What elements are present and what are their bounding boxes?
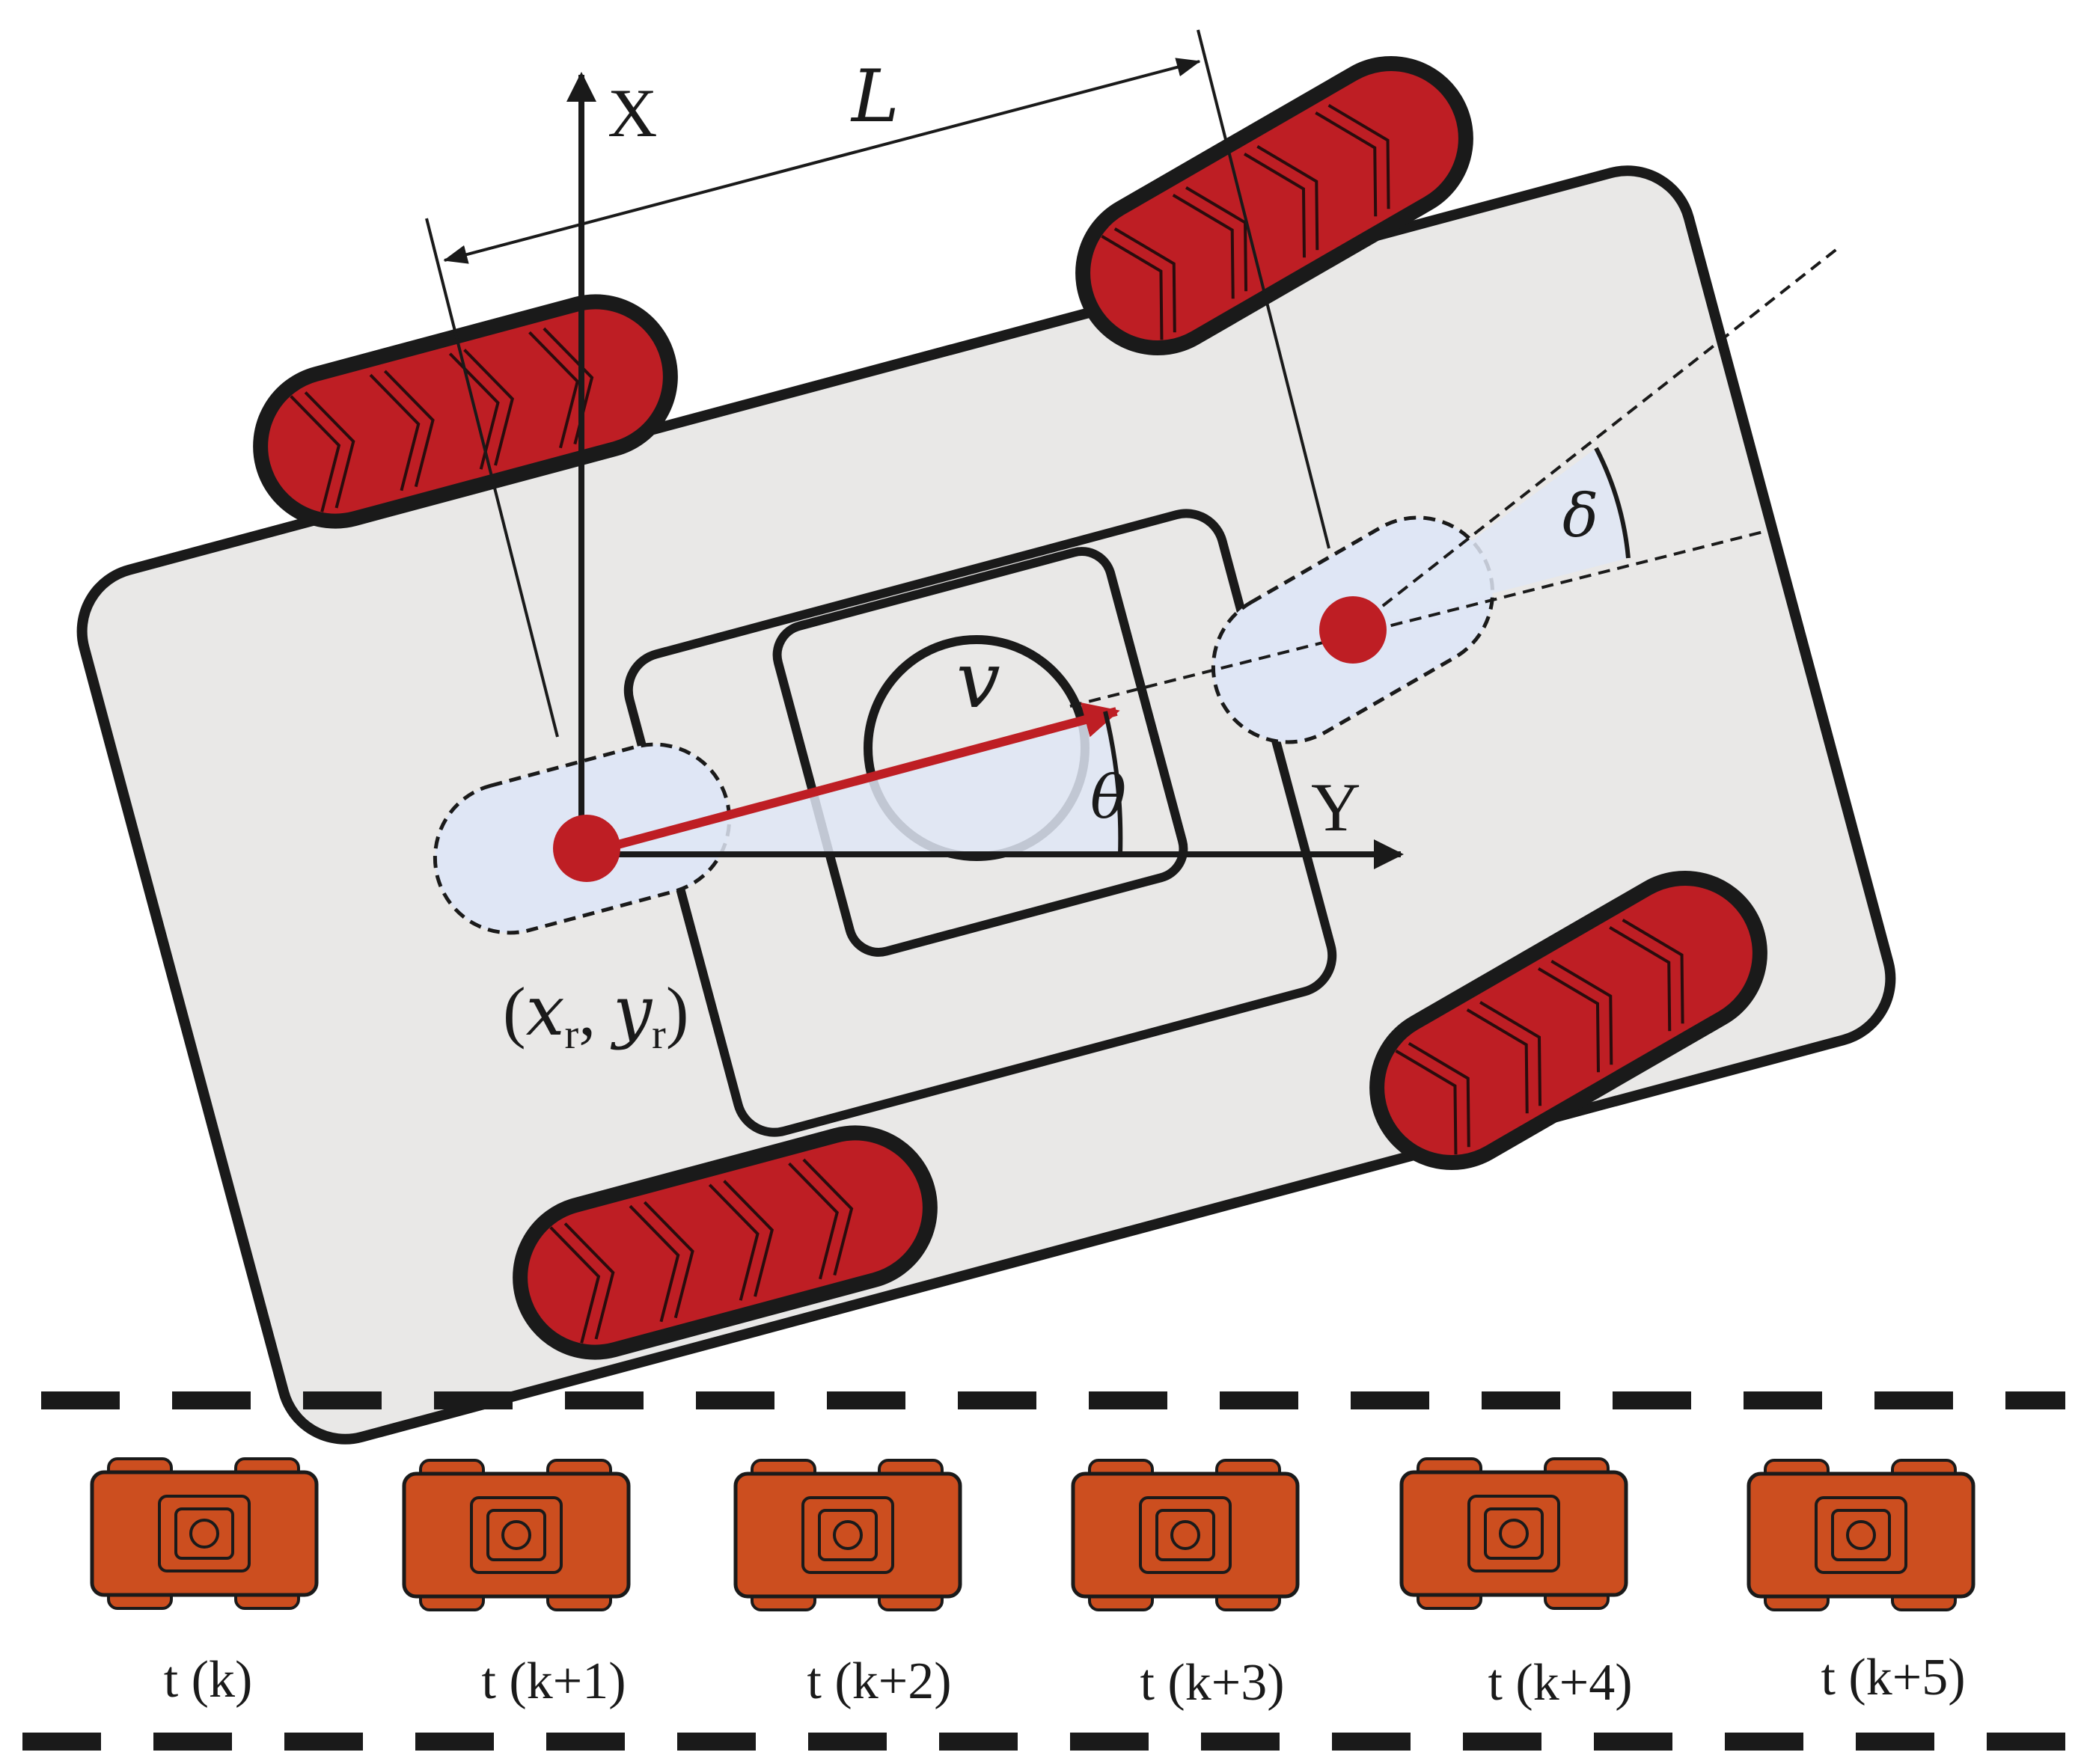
timeline-label-1: t (k+1) [481,1653,626,1710]
timeline-label-2: t (k+2) [807,1653,951,1710]
front-axle-center-point [1319,596,1387,664]
y-axis-label: Y [1311,769,1360,845]
theta-arc [1103,711,1123,855]
chassis-outer-frame [623,509,1337,1137]
wheelbase-dimension [425,29,1330,738]
steering-line [1351,244,1843,631]
timeline-label-4: t (k+4) [1488,1654,1632,1712]
heading-line [1069,530,1767,708]
delta-angle-shade [1352,448,1628,630]
timeline-label-0: t (k) [164,1651,253,1709]
velocity-label: v [956,634,1000,726]
heading-angle-label: θ [1090,762,1126,832]
delta-arc [1594,447,1631,559]
velocity-vector [580,702,1120,859]
timeline-car-4 [1402,1459,1626,1608]
position-label: (xr, yr) [503,971,688,1058]
timeline-car-3 [1073,1460,1298,1610]
timeline-car-2 [736,1460,960,1610]
timeline-car-1 [404,1460,629,1610]
timeline-car-5 [1749,1460,1973,1610]
timeline-label-3: t (k+3) [1140,1654,1284,1712]
rear-axle-center-point [553,815,620,882]
wheelbase-label: L [850,55,899,138]
x-axis-label: X [608,75,657,151]
steering-angle-label: δ [1562,481,1598,551]
timeline-car-0 [92,1459,317,1608]
timeline-label-5: t (k+5) [1821,1649,1965,1706]
